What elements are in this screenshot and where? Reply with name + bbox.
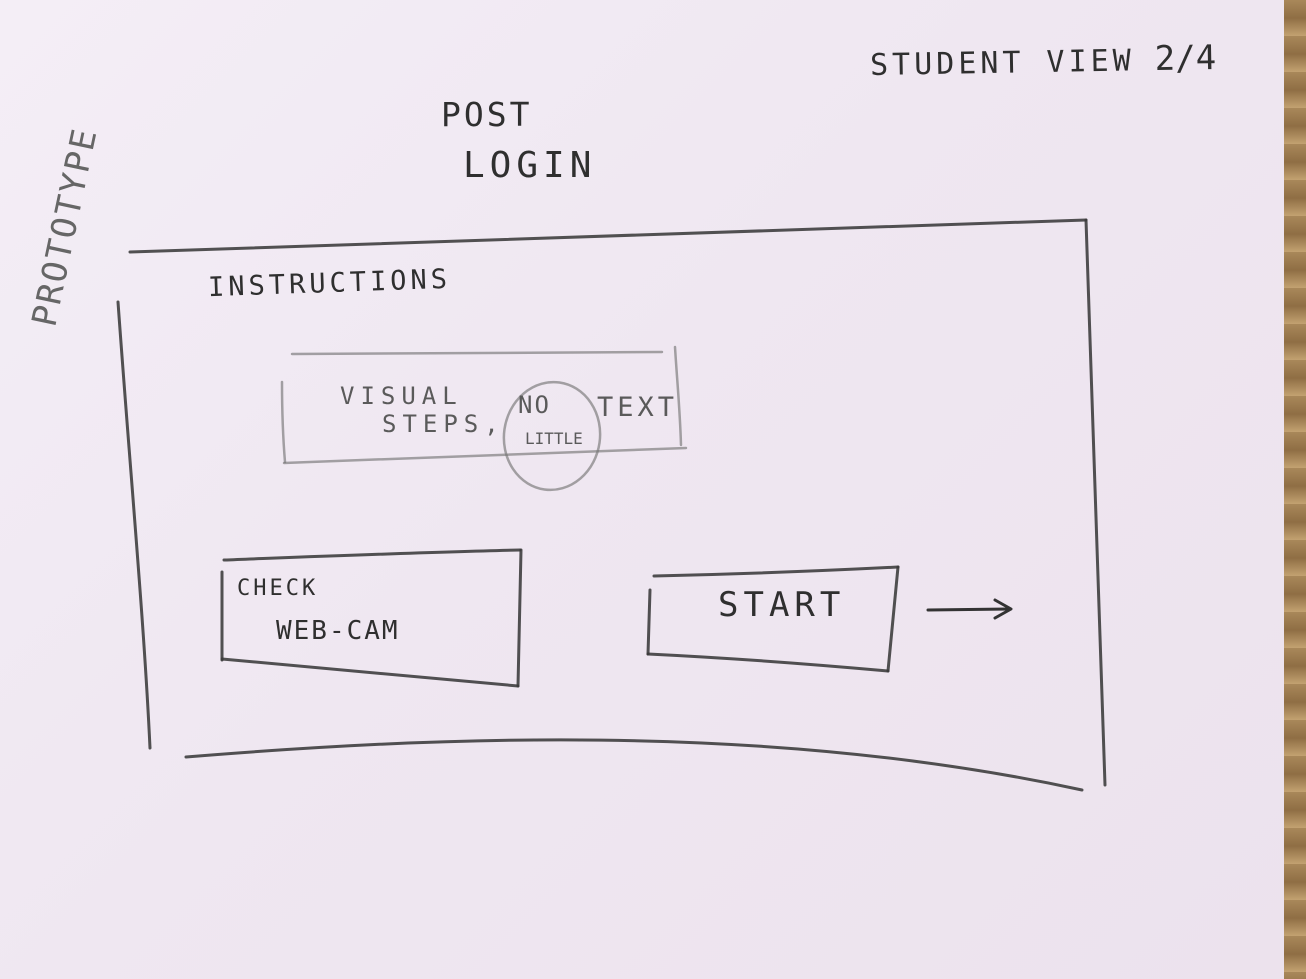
instructions-heading: INSTRUCTIONS: [207, 263, 452, 304]
instructions-placeholder-line-2: STEPS,: [382, 410, 505, 438]
check-webcam-button[interactable]: [220, 550, 520, 685]
instructions-placeholder-little: LITTLE: [525, 429, 583, 448]
instructions-placeholder-no: NO: [518, 391, 551, 419]
page-label-title: STUDENT VIEW: [869, 43, 1136, 84]
start-button-label: START: [718, 585, 846, 625]
instructions-placeholder-line-1: VISUAL: [340, 382, 463, 410]
page-label: STUDENT VIEW 2/4: [869, 37, 1217, 84]
arrow-right-icon[interactable]: [925, 596, 1017, 622]
screen-title-line-1: POST: [441, 95, 533, 134]
start-button[interactable]: [648, 567, 893, 671]
check-webcam-label-line-1: CHECK: [237, 576, 319, 601]
check-webcam-label-line-2: WEB-CAM: [276, 616, 400, 646]
page-number: 2/4: [1154, 37, 1217, 80]
table-surface: [1284, 0, 1306, 979]
screen-title-line-2: LOGIN: [463, 145, 597, 186]
instructions-placeholder-text: TEXT: [597, 392, 679, 423]
